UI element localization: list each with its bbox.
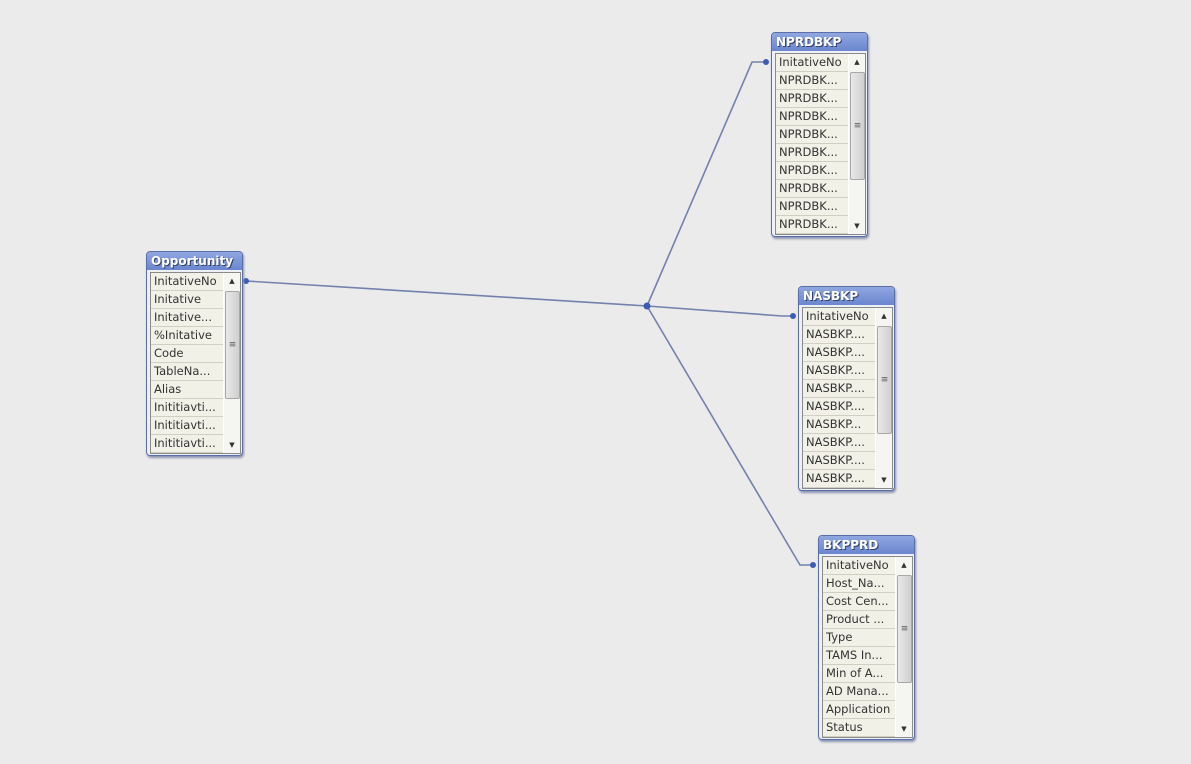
link-bkpprd [646,305,813,566]
scroll-up-icon[interactable]: ▲ [881,312,887,320]
connector-dot [810,562,816,568]
field-item[interactable]: NPRDBK... [776,180,848,198]
link-nprdbkp [646,61,766,307]
scrollbar[interactable]: ▲ ≡ ▼ [849,54,865,234]
field-item[interactable]: AD Mana... [823,683,895,701]
scroll-down-icon[interactable]: ▼ [901,725,907,733]
field-item[interactable]: TAMS In... [823,647,895,665]
field-item[interactable]: NPRDBK... [776,216,848,234]
scroll-thumb[interactable]: ≡ [897,575,912,683]
field-item[interactable]: Cost Cen... [823,593,895,611]
link-opportunity [245,280,648,307]
field-item[interactable]: NASBKP.... [803,326,875,344]
table-title[interactable]: BKPPRD [819,536,914,554]
field-item[interactable]: Min of A... [823,665,895,683]
field-item[interactable]: NASBKP.... [803,452,875,470]
scrollbar[interactable]: ▲ ≡ ▼ [224,273,240,453]
field-item[interactable]: Host_Na... [823,575,895,593]
field-item[interactable]: Product ... [823,611,895,629]
field-item[interactable]: NASBKP.... [803,398,875,416]
field-item[interactable]: NPRDBK... [776,162,848,180]
field-item[interactable]: NASBKP.... [803,434,875,452]
field-item[interactable]: Alias [151,381,223,399]
field-item[interactable]: TableNa... [151,363,223,381]
field-item[interactable]: Code [151,345,223,363]
field-item[interactable]: NPRDBK... [776,198,848,216]
field-item[interactable]: Status [823,719,895,737]
field-item[interactable]: NASBKP.... [803,344,875,362]
field-item[interactable]: InitativeNo [803,308,875,326]
field-item[interactable]: InitativeNo [776,54,848,72]
field-item[interactable]: Initative... [151,309,223,327]
scroll-up-icon[interactable]: ▲ [229,277,235,285]
link-hub [643,302,651,310]
field-item[interactable]: Inititiavti... [151,435,223,453]
field-item[interactable]: NPRDBK... [776,90,848,108]
table-title[interactable]: NASBKP [799,287,894,305]
field-item[interactable]: Initative [151,291,223,309]
connector-dot [790,313,796,319]
field-item[interactable]: Type [823,629,895,647]
scroll-up-icon[interactable]: ▲ [854,58,860,66]
scrollbar[interactable]: ▲ ≡ ▼ [876,308,892,488]
field-item[interactable]: %Initative [151,327,223,345]
field-item[interactable]: InitativeNo [151,273,223,291]
field-item[interactable]: NPRDBK... [776,144,848,162]
scroll-down-icon[interactable]: ▼ [881,476,887,484]
field-item[interactable]: NPRDBK... [776,126,848,144]
scroll-thumb[interactable]: ≡ [225,291,240,399]
field-item[interactable]: Inititiavti... [151,399,223,417]
scrollbar[interactable]: ▲ ≡ ▼ [896,557,912,737]
field-item[interactable]: Application [823,701,895,719]
field-item[interactable]: InitativeNo [823,557,895,575]
table-title[interactable]: Opportunity [147,252,242,270]
field-item[interactable]: Inititiavti... [151,417,223,435]
field-item[interactable]: NASBKP... [803,416,875,434]
scroll-down-icon[interactable]: ▼ [854,222,860,230]
field-item[interactable]: NASBKP.... [803,380,875,398]
connector-dot [763,59,769,65]
field-item[interactable]: NPRDBK... [776,72,848,90]
field-item[interactable]: NASBKP.... [803,470,875,488]
scroll-up-icon[interactable]: ▲ [901,561,907,569]
scroll-down-icon[interactable]: ▼ [229,441,235,449]
link-nasbkp [646,305,793,317]
scroll-thumb[interactable]: ≡ [850,72,865,180]
field-item[interactable]: NPRDBK... [776,108,848,126]
table-title[interactable]: NPRDBKP [772,33,867,51]
connector-dot [243,278,249,284]
field-item[interactable]: NASBKP.... [803,362,875,380]
scroll-thumb[interactable]: ≡ [877,326,892,434]
